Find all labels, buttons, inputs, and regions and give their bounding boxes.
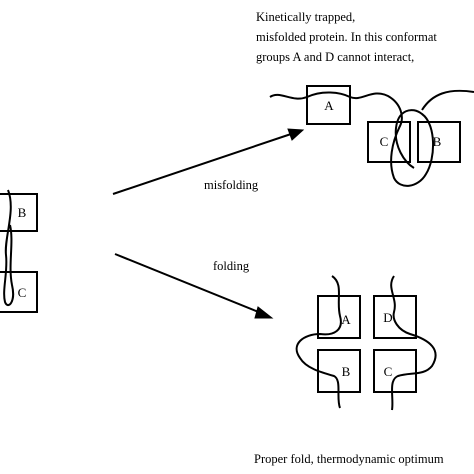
misfolded-chain: [269, 89, 474, 187]
misfolded-protein: [269, 85, 474, 187]
misfolded-caption-line1: Kinetically trapped,: [256, 10, 356, 24]
folding-arrow: [114, 253, 274, 319]
proper-label-a: A: [341, 312, 351, 327]
proper-label-c: C: [384, 364, 393, 379]
misfolded-caption-line3: groups A and D cannot interact,: [256, 50, 415, 64]
unfolded-box-c: [0, 271, 38, 313]
proper-fold-caption: Proper fold, thermodynamic optimum: [254, 452, 444, 466]
misfolded-box-a: [306, 85, 351, 125]
misfolded-label-b: B: [433, 134, 442, 149]
proper-chain: [295, 275, 437, 411]
proper-box-c: [373, 349, 417, 393]
unfolded-label-b: B: [18, 205, 27, 220]
misfolded-label-a: A: [324, 98, 334, 113]
unfolded-box-b: [0, 193, 38, 232]
misfolding-arrow-label: misfolding: [204, 178, 259, 192]
unfolded-chain: [3, 189, 15, 307]
folding-arrow-label: folding: [213, 259, 250, 273]
misfolded-box-c: [367, 121, 411, 163]
misfolded-caption-line2: misfolded protein. In this conformat: [256, 30, 437, 44]
proper-label-d: D: [383, 310, 392, 325]
misfolded-label-c: C: [380, 134, 389, 149]
proper-fold-protein: [295, 275, 437, 411]
proper-label-b: B: [342, 364, 351, 379]
misfolded-box-b: [417, 121, 461, 163]
proper-box-d: [373, 295, 417, 339]
unfolded-protein: [0, 189, 38, 313]
misfolding-arrow: [112, 128, 305, 195]
unfolded-label-c: C: [18, 285, 27, 300]
